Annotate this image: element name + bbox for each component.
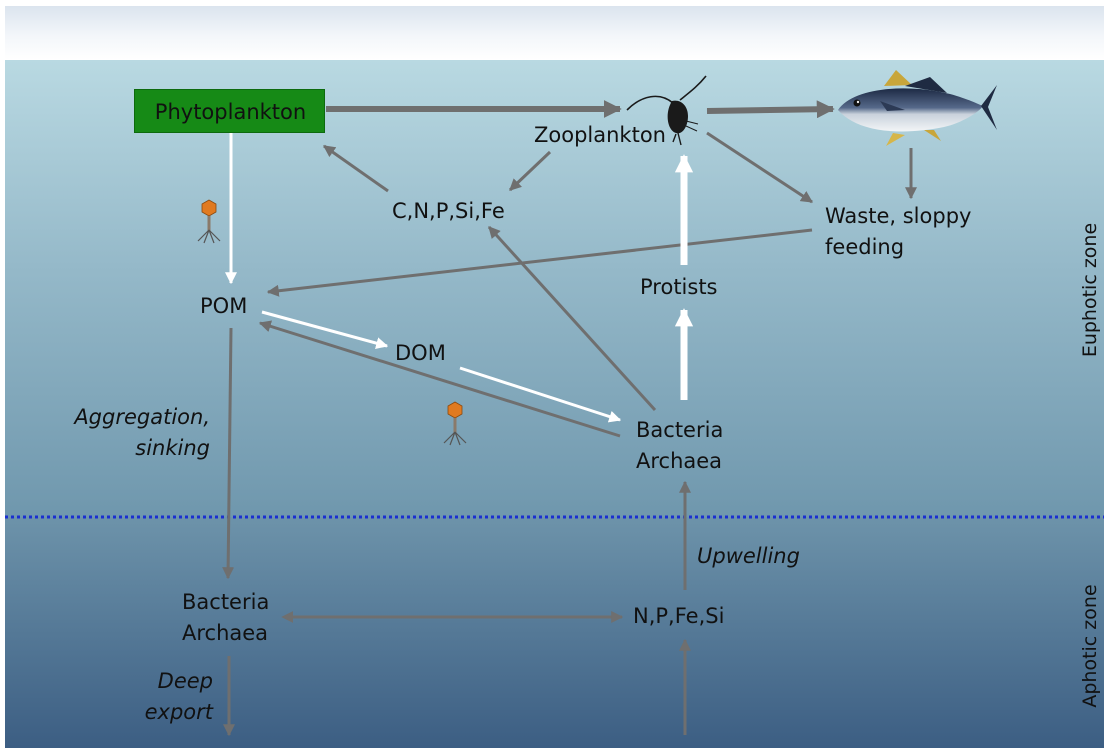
arrow-zooplankton-to-fish xyxy=(707,109,833,111)
zooplankton-label: Zooplankton xyxy=(534,120,666,151)
sky-band xyxy=(5,6,1104,60)
aphotic-zone-label: Aphotic zone xyxy=(1078,581,1102,711)
deep-nutrients-label: N,P,Fe,Si xyxy=(633,601,724,632)
euphotic-zone-label: Euphotic zone xyxy=(1078,215,1102,365)
surface-nutrients-label: C,N,P,Si,Fe xyxy=(392,196,505,227)
waste-label-line1: Waste, sloppy xyxy=(825,201,971,232)
surface-bacteria-label-line2: Archaea xyxy=(636,446,722,477)
aggregation-label-line2: sinking xyxy=(40,433,210,464)
protists-label: Protists xyxy=(640,272,718,303)
pom-label: POM xyxy=(200,291,247,322)
deep-bacteria-label-line2: Archaea xyxy=(182,618,268,649)
waste-label-line2: feeding xyxy=(825,232,904,263)
phytoplankton-label: Phytoplankton xyxy=(135,97,326,127)
aggregation-label-line1: Aggregation, xyxy=(40,402,210,433)
deep-export-label-line1: Deep xyxy=(100,666,213,697)
deep-export-label-line2: export xyxy=(100,697,213,728)
upwelling-label: Upwelling xyxy=(697,541,800,572)
surface-bacteria-label-line1: Bacteria xyxy=(636,415,723,446)
dom-label: DOM xyxy=(395,338,446,369)
phytoplankton-node: Phytoplankton xyxy=(134,89,325,133)
deep-bacteria-label-line1: Bacteria xyxy=(182,587,269,618)
